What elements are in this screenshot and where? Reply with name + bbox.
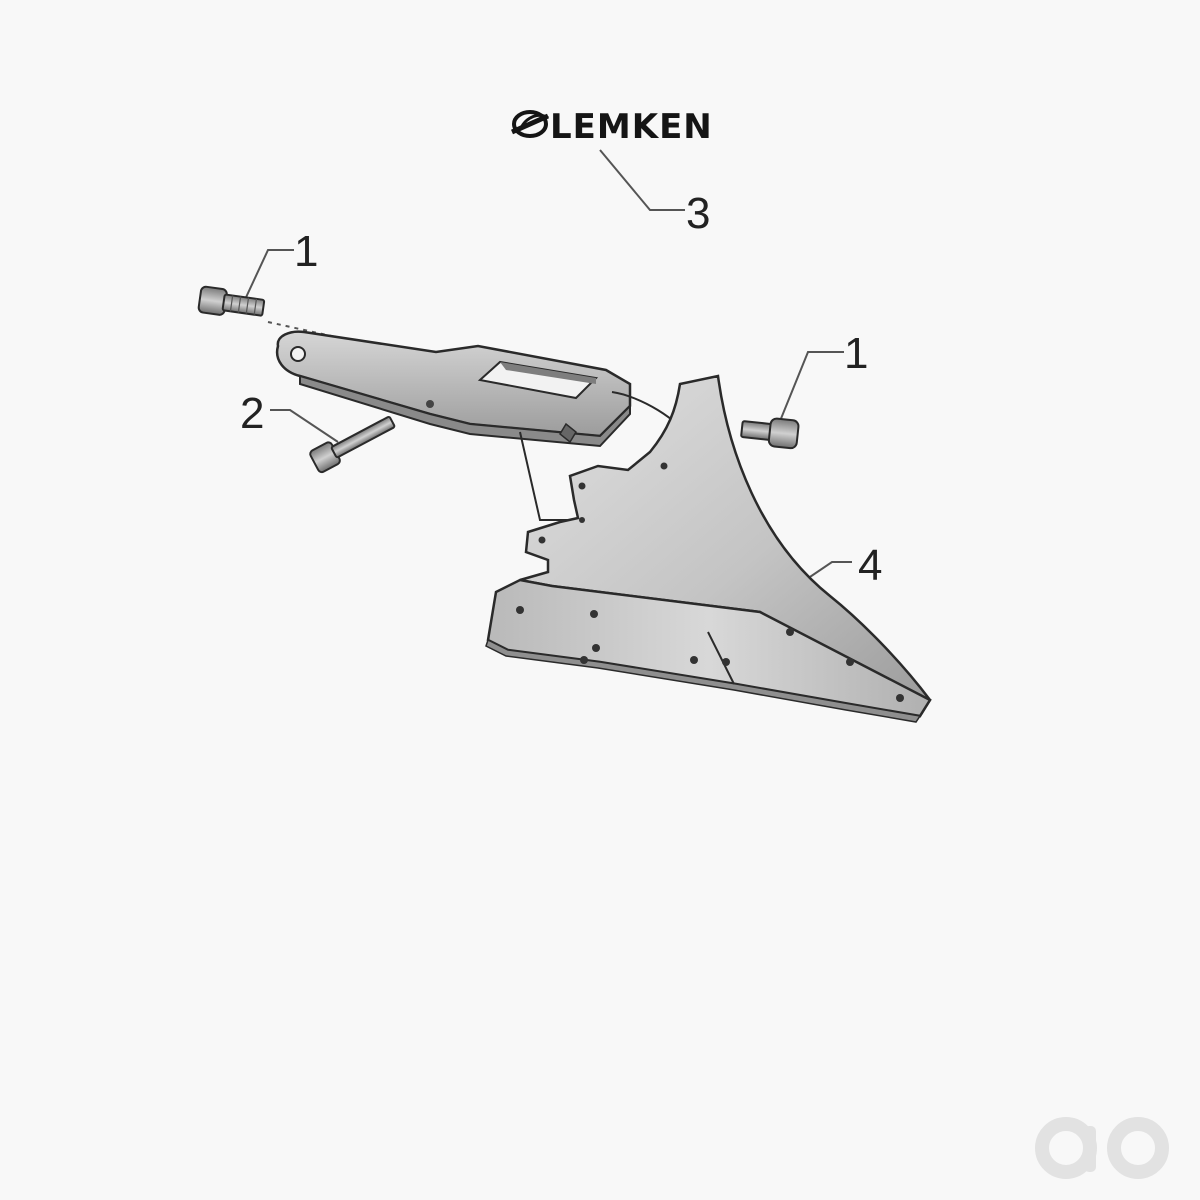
bolt-1a [197,285,266,317]
callout-1b-label: 1 [844,329,868,378]
callout-4-label: 4 [858,541,882,590]
lemken-emblem-icon [510,110,550,138]
callout-2-label: 2 [240,389,264,438]
mounting-bracket [275,330,691,521]
leader-2 [270,409,339,443]
share-bolt-holes [516,606,904,702]
bolt-1b [740,417,800,450]
bolt-2 [309,415,396,474]
share-plate [485,578,932,723]
leader-1a [241,249,294,307]
leader-3 [599,149,685,211]
callout-3-label: 3 [686,189,710,238]
callout-1a-label: 1 [294,227,318,276]
lemken-logo: LEMKEN [510,107,713,147]
lemken-logo-text: LEMKEN [550,107,713,147]
ao-logo-icon [1035,1117,1169,1179]
leader-1b [777,351,844,427]
mouldboard-plate [519,374,932,718]
